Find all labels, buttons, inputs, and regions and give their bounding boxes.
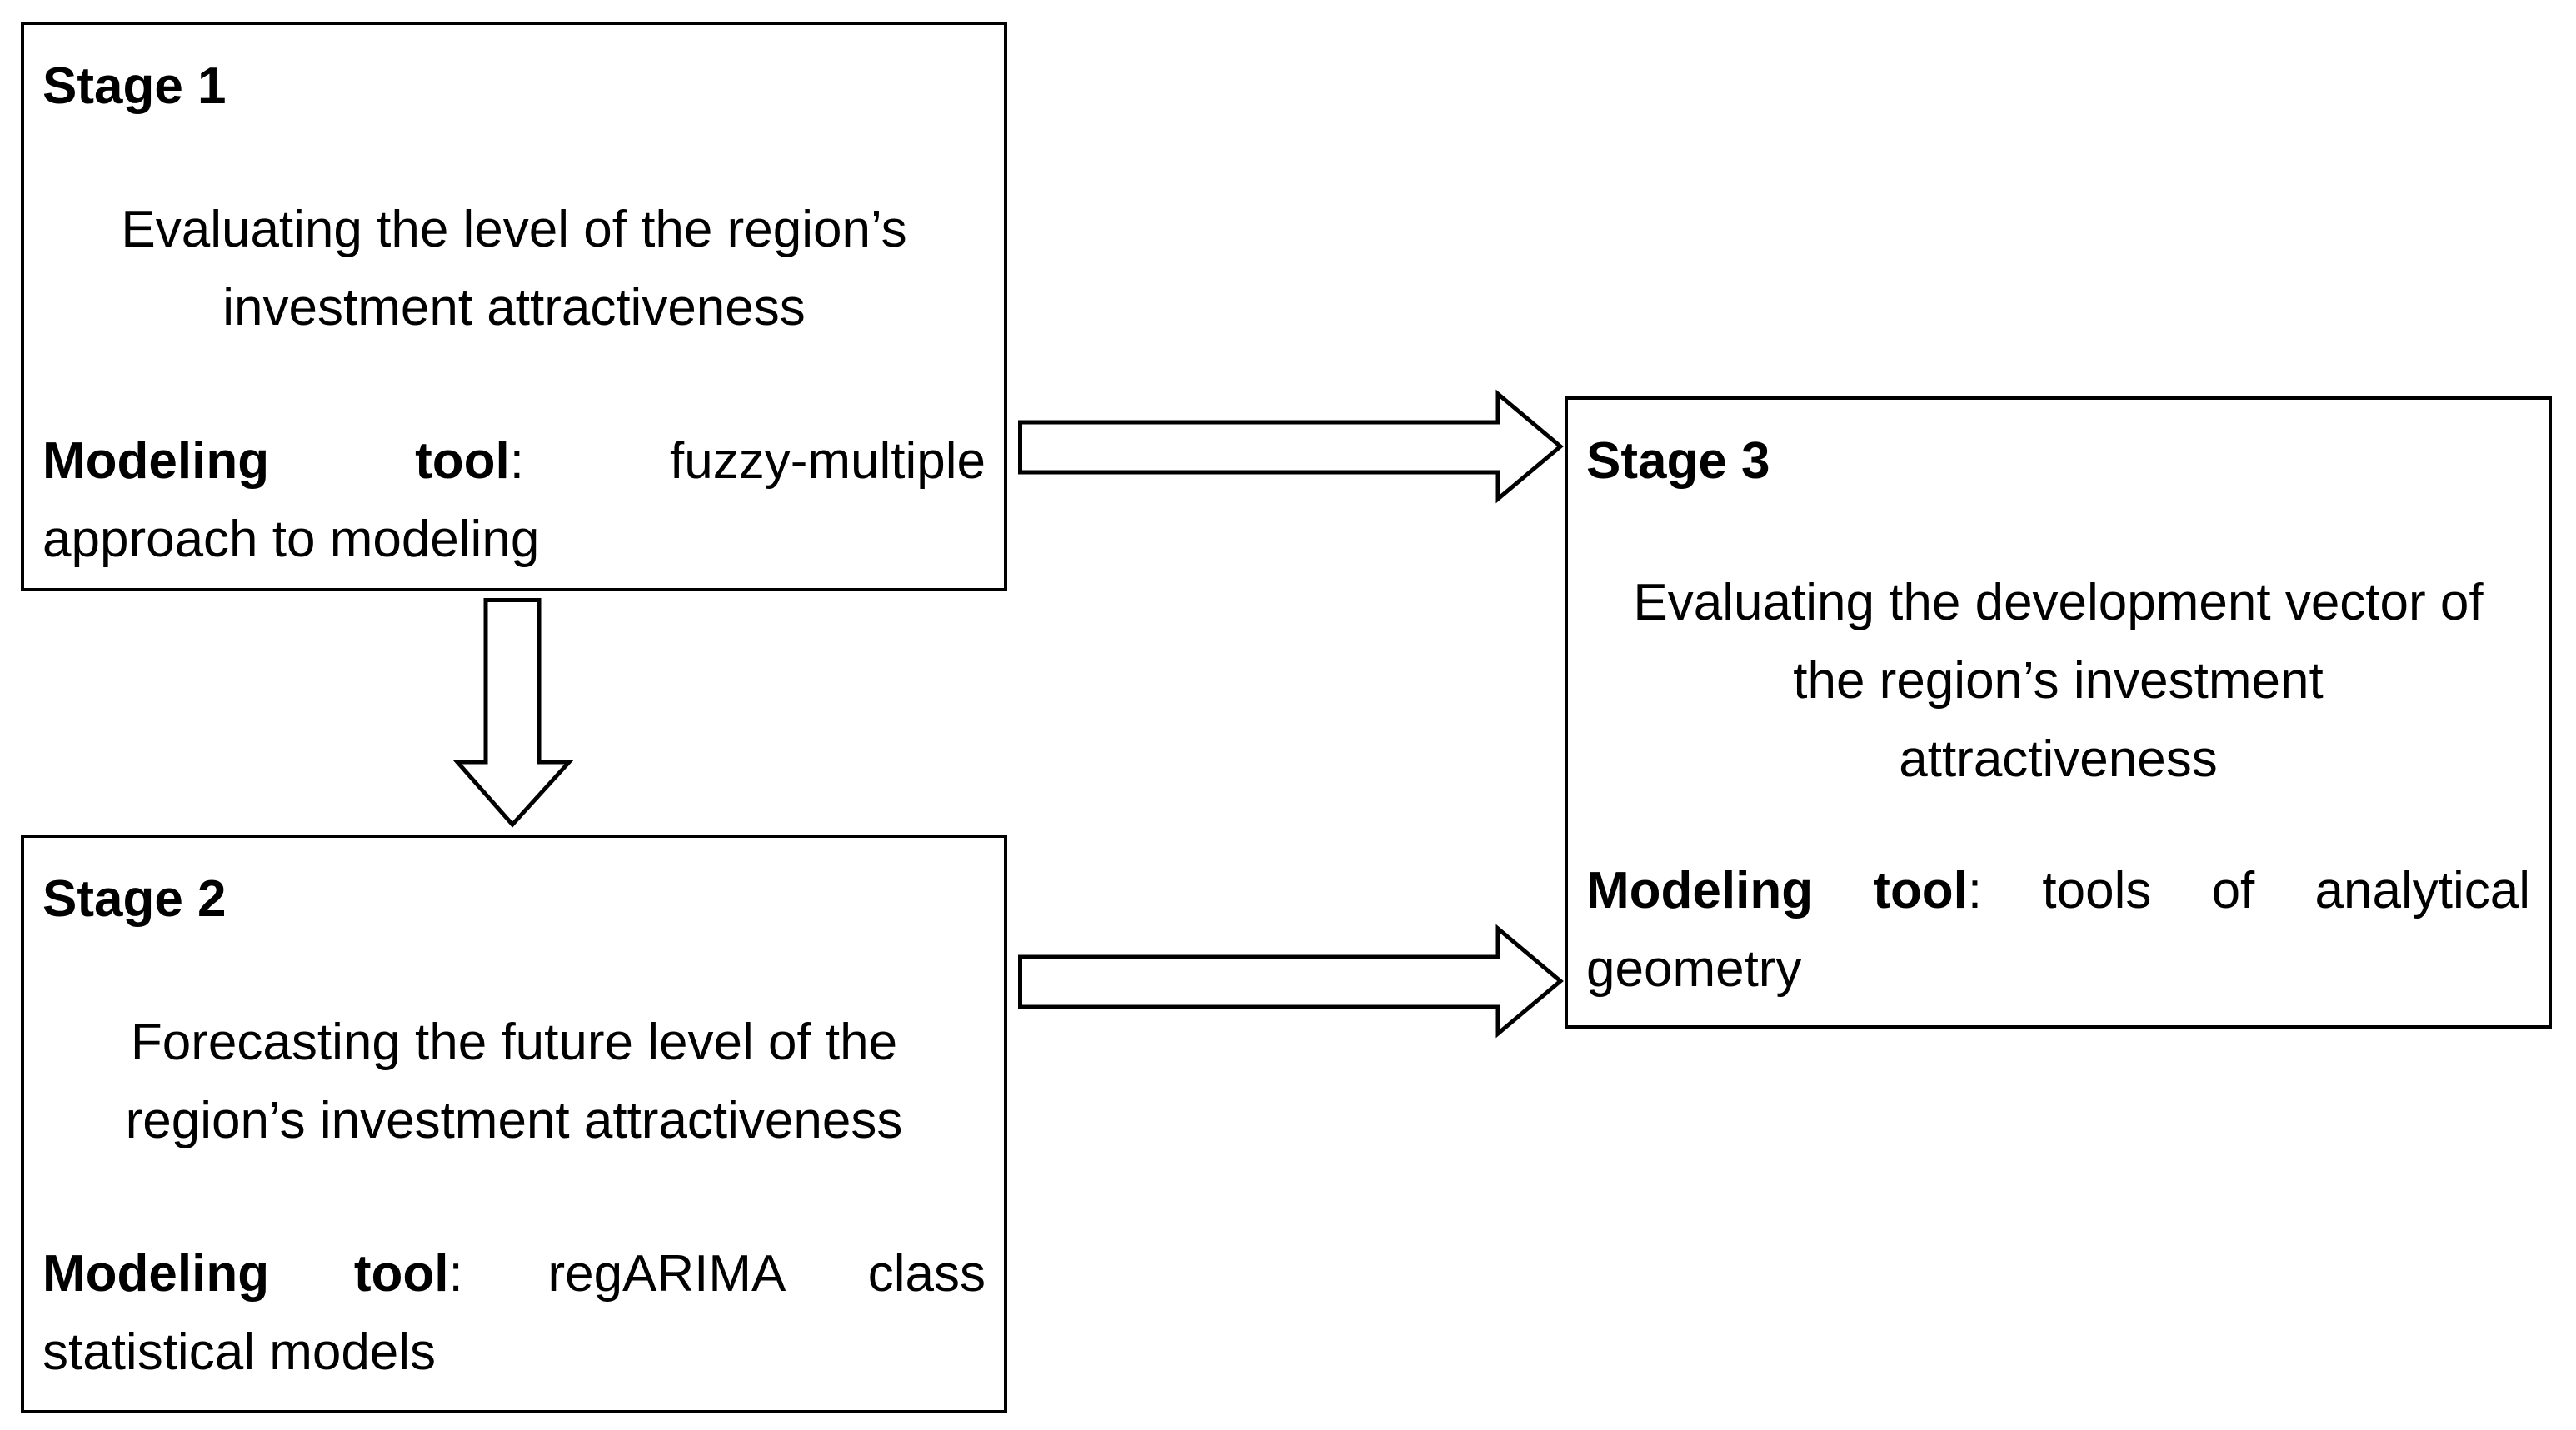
stage1-to-stage2-down-arrow-icon (452, 598, 574, 828)
stage3-tool-value: tools of analytical (2042, 862, 2530, 919)
stage2-description: Forecasting the future level of the regi… (42, 1004, 986, 1160)
stage3-modeling-tool: Modeling tool: tools of analytical geome… (1586, 852, 2530, 1009)
stage3-description-line: the region’s investment (1793, 652, 2324, 710)
stage2-description-line: Forecasting the future level of the (130, 1014, 898, 1071)
stage2-tool-label: Modeling tool (42, 1245, 449, 1303)
stage2-modeling-tool: Modeling tool: regARIMA class statistica… (42, 1235, 986, 1392)
stage1-description-line: investment attractiveness (222, 279, 806, 336)
stage2-tool-colon: : (448, 1245, 463, 1303)
stage1-box: Stage 1 Evaluating the level of the regi… (21, 22, 1007, 591)
stage1-tool-colon: : (509, 432, 524, 490)
stage2-tool-line1: Modeling tool: regARIMA class (42, 1235, 986, 1313)
stage3-box: Stage 3 Evaluating the development vecto… (1565, 396, 2552, 1029)
stage1-to-stage3-right-arrow-icon (1018, 389, 1564, 504)
stage1-description: Evaluating the level of the region’s inv… (42, 191, 986, 347)
stage2-tool-line2: statistical models (42, 1323, 437, 1381)
stage2-description-line: region’s investment attractiveness (125, 1092, 903, 1149)
stage1-tool-value: fuzzy-multiple (669, 432, 986, 490)
stage2-box: Stage 2 Forecasting the future level of … (21, 835, 1007, 1413)
stage1-tool-label: Modeling tool (42, 432, 510, 490)
stage2-to-stage3-right-arrow-icon (1018, 924, 1564, 1039)
stage3-tool-label: Modeling tool (1586, 862, 1968, 919)
stage3-tool-line2: geometry (1586, 940, 1802, 998)
stage3-title: Stage 3 (1586, 432, 1770, 490)
stage3-description: Evaluating the development vector of the… (1586, 564, 2530, 799)
stage1-description-line: Evaluating the level of the region’s (121, 201, 907, 258)
stage1-modeling-tool: Modeling tool: fuzzy-multiple approach t… (42, 422, 986, 579)
stage3-description-line: Evaluating the development vector of (1633, 574, 2484, 631)
stage2-title: Stage 2 (42, 870, 227, 928)
stage1-tool-line2: approach to modeling (42, 511, 540, 568)
stage3-description-line: attractiveness (1899, 730, 2218, 788)
stage1-title: Stage 1 (42, 57, 227, 115)
stage3-tool-line1: Modeling tool: tools of analytical (1586, 852, 2530, 930)
stage1-tool-line1: Modeling tool: fuzzy-multiple (42, 422, 986, 501)
stage2-tool-value: regARIMA class (547, 1245, 986, 1303)
stage3-tool-colon: : (1967, 862, 1983, 919)
